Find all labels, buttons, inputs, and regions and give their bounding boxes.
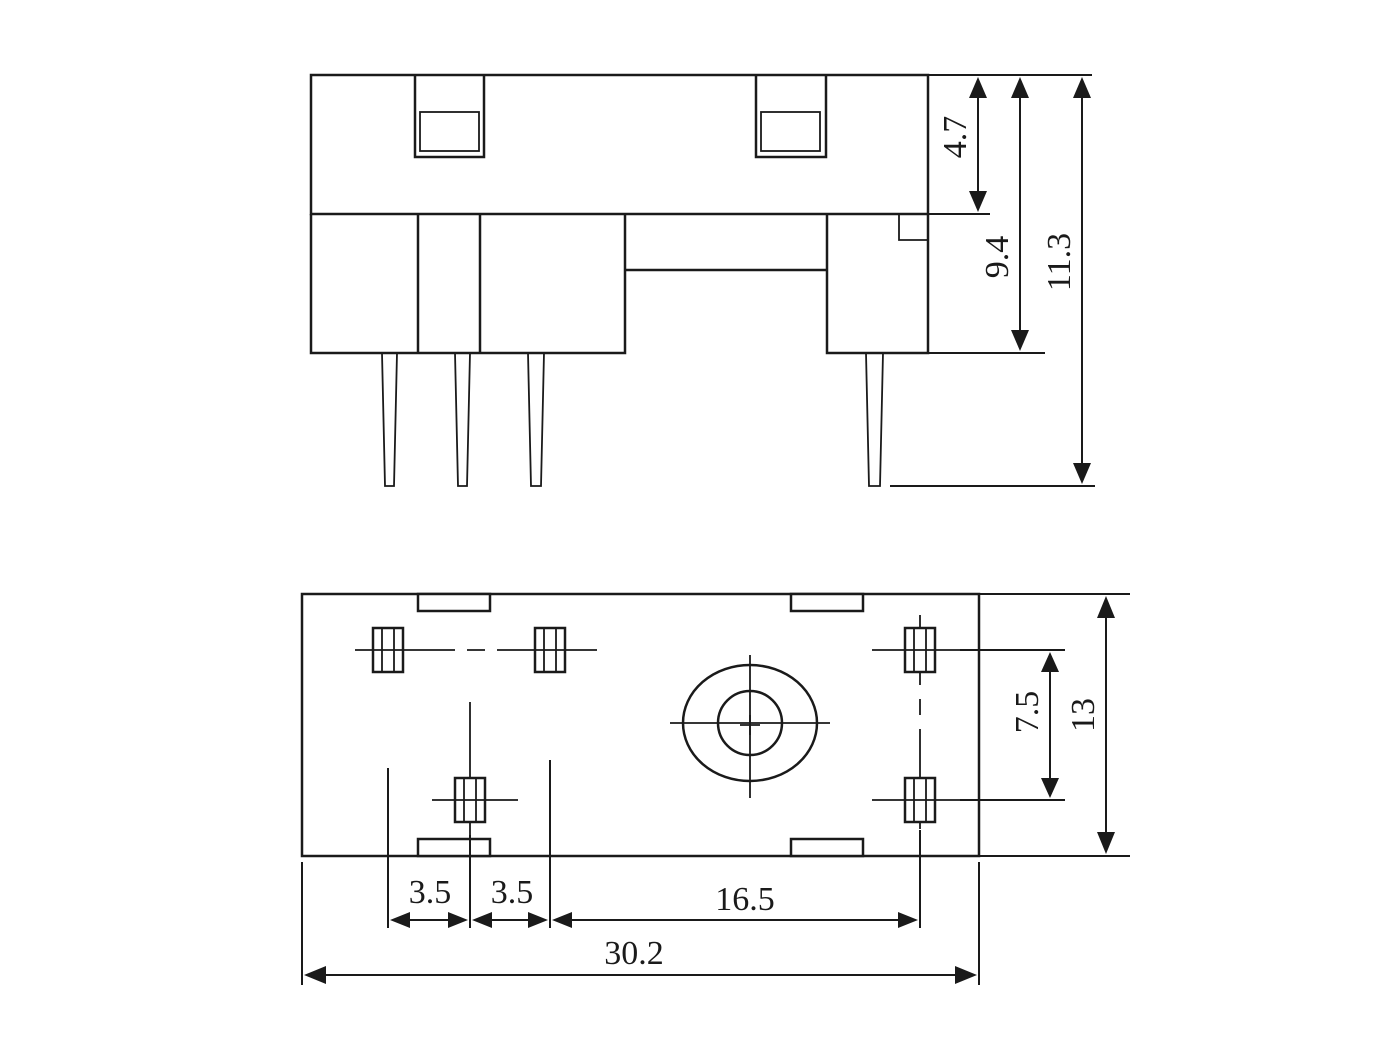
bottom-view-outline <box>300 592 981 858</box>
dim-13: 13 <box>1065 596 1115 854</box>
bottom-view-center-lines <box>355 615 960 835</box>
dim-3-5-second: 3.5 <box>472 874 548 928</box>
dim-label-11-3: 11.3 <box>1041 233 1078 291</box>
pin-pad-bottom-2 <box>903 776 937 824</box>
pin-3 <box>527 352 545 487</box>
dim-3-5-first: 3.5 <box>390 874 468 928</box>
dim-label-3-5-second: 3.5 <box>491 874 534 911</box>
side-view: 4.7 9.4 11.3 <box>309 73 1095 487</box>
side-view-upper-body <box>309 73 930 216</box>
pin-pad-bottom-1 <box>453 776 487 824</box>
dim-9-4: 9.4 <box>979 77 1029 351</box>
dim-label-4-7: 4.7 <box>937 116 974 159</box>
pin-1 <box>381 352 398 487</box>
dim-4-7: 4.7 <box>937 77 987 212</box>
dim-30-2: 30.2 <box>304 935 977 984</box>
pin-pad-top-3 <box>903 626 937 674</box>
pin-pad-top-1 <box>371 626 405 674</box>
side-view-extension-lines <box>890 74 1095 487</box>
dim-label-7-5: 7.5 <box>1009 691 1046 734</box>
bottom-view-extension-lines <box>301 593 1130 985</box>
dim-label-13: 13 <box>1065 698 1102 732</box>
mounting-hole <box>681 663 819 783</box>
bottom-view: 3.5 3.5 16.5 30.2 7.5 <box>300 592 1130 985</box>
dim-11-3: 11.3 <box>1041 77 1091 484</box>
side-view-lower-left-block <box>309 214 627 355</box>
dim-16-5: 16.5 <box>552 881 918 928</box>
latch-top-right <box>789 592 865 613</box>
side-view-pins <box>381 352 884 487</box>
latch-top-left <box>416 592 492 613</box>
latch-bottom-right <box>789 837 865 858</box>
latch-bottom-left <box>416 837 492 858</box>
dim-label-9-4: 9.4 <box>979 236 1016 279</box>
dim-label-30-2: 30.2 <box>604 935 664 972</box>
side-view-latch-left <box>413 75 486 159</box>
side-view-latch-right <box>754 75 828 159</box>
pin-4 <box>865 352 884 487</box>
dim-label-3-5-first: 3.5 <box>409 874 452 911</box>
dim-7-5: 7.5 <box>1009 652 1059 798</box>
pin-2 <box>454 352 471 487</box>
pin-pad-top-2 <box>533 626 567 674</box>
dim-label-16-5: 16.5 <box>715 881 775 918</box>
side-view-lower-right-block <box>825 214 930 355</box>
